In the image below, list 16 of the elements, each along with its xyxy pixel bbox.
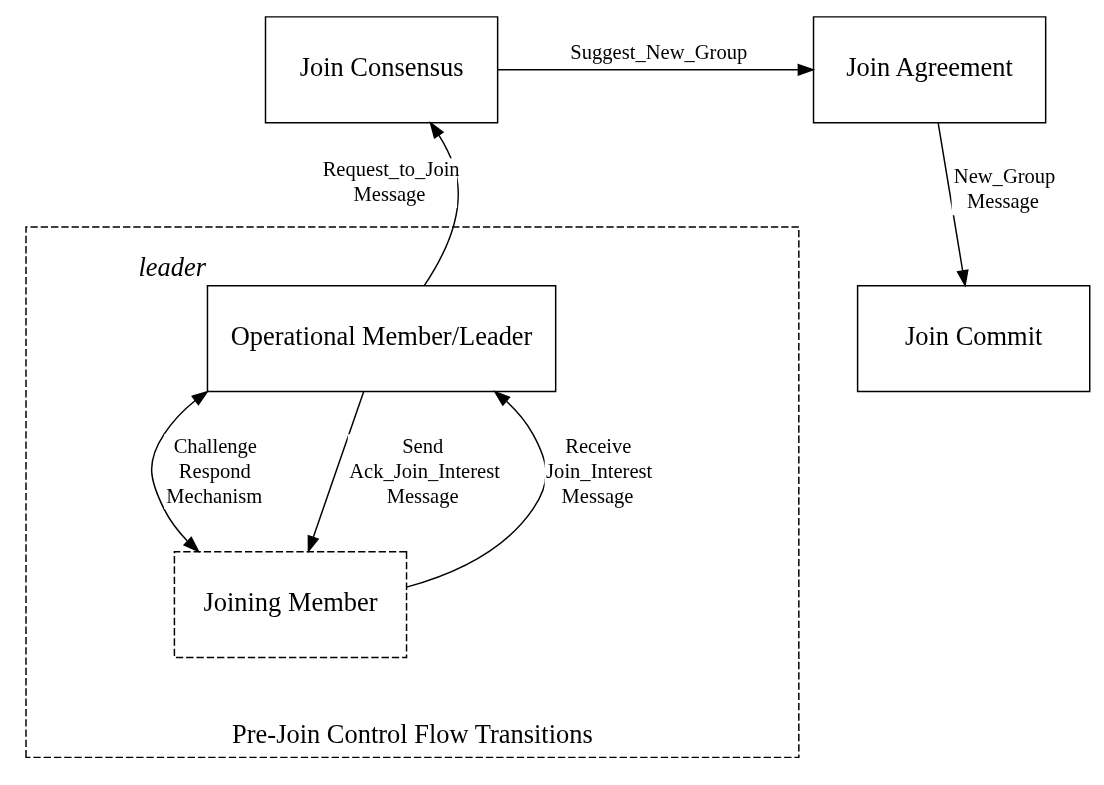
edge-label: New_Group Message xyxy=(953,164,1056,212)
arrow xyxy=(497,63,816,76)
edge-label: Challenge Respond Mechanism xyxy=(166,434,263,507)
arrow xyxy=(150,389,209,553)
node-box: Join Consensus xyxy=(264,15,499,123)
node-label: leader xyxy=(138,251,206,282)
arrow xyxy=(937,121,969,288)
edge-label: Send Ack_Join_Interest Message xyxy=(349,434,500,507)
node-box: Join Commit xyxy=(856,284,1091,392)
node-box: Operational Member/Leader xyxy=(206,284,557,392)
node-box: Joining Member xyxy=(173,550,408,658)
edge-label: Request_to_Join Message xyxy=(322,157,460,205)
arrow xyxy=(307,390,365,553)
edge-label: Suggest_New_Group xyxy=(570,40,748,63)
edge-label: Receive Join_Interest Message xyxy=(546,434,653,507)
node-box: Join Agreement xyxy=(812,15,1047,123)
